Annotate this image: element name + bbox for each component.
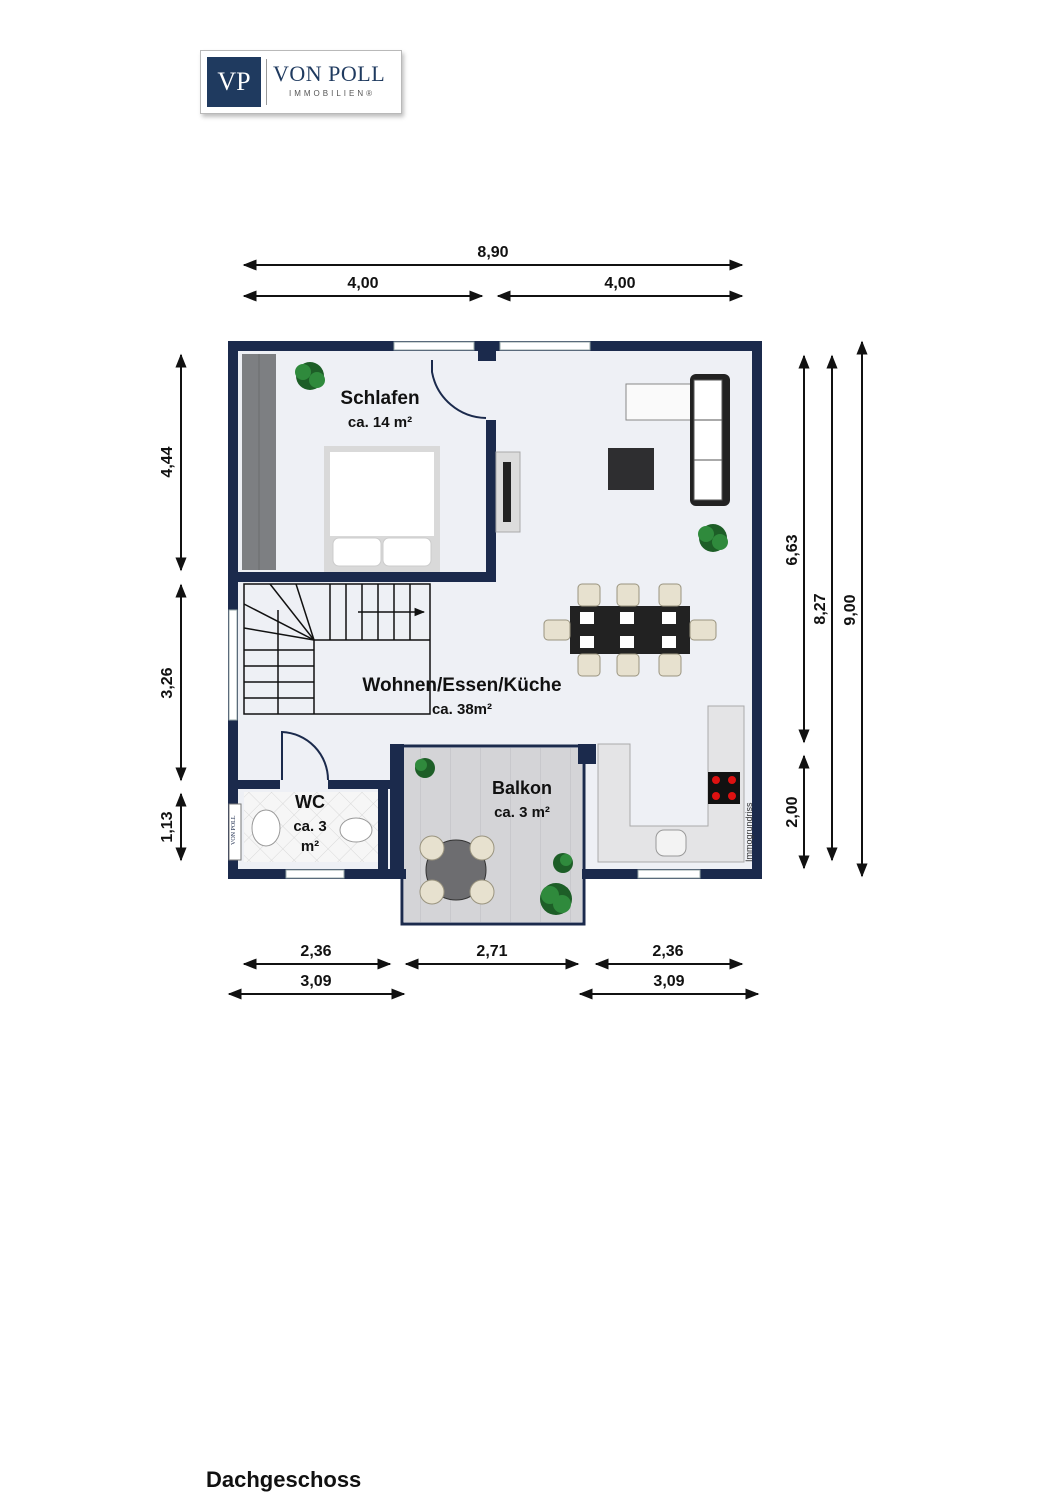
von-poll-logo: VP VON POLL IMMOBILIEN® — [200, 50, 402, 114]
logo-mark: VP — [207, 57, 261, 107]
dim-left-middle: 3,26 — [159, 667, 176, 698]
sofa — [625, 374, 730, 506]
dim-bottom-right-outer: 3,09 — [653, 973, 684, 990]
balcony-table-set — [419, 835, 495, 905]
plant-icon — [540, 883, 572, 915]
room-name-wohnen: Wohnen/Essen/Küche — [362, 675, 561, 696]
dim-left-lower: 1,13 — [159, 811, 176, 842]
dim-top-right: 4,00 — [604, 275, 635, 292]
staircase — [243, 583, 431, 715]
dim-left-upper: 4,44 — [159, 446, 176, 477]
room-area-wc-1: ca. 3 — [293, 818, 326, 835]
mini-logo: VON POLL — [228, 803, 242, 861]
dimension-lines — [175, 259, 868, 1000]
dim-top-total: 8,90 — [477, 244, 508, 261]
room-area-wc-2: m² — [301, 838, 319, 855]
kitchen-counter — [597, 705, 745, 863]
doors — [281, 360, 487, 781]
logo-name: VON POLL — [273, 61, 386, 86]
dim-right-mid-total: 8,27 — [812, 593, 829, 624]
dim-bottom-left-inner: 2,36 — [300, 943, 331, 960]
watermark: Immogrundriss — [744, 802, 754, 862]
room-area-schlafen: ca. 14 m² — [348, 414, 412, 431]
plant-icon — [698, 524, 728, 552]
plant-icon — [295, 362, 325, 390]
room-name-schlafen: Schlafen — [340, 388, 419, 409]
room-area-balkon: ca. 3 m² — [494, 804, 550, 821]
dim-right-lower: 2,00 — [784, 796, 801, 827]
plants — [295, 362, 728, 915]
logo-divider — [266, 59, 267, 105]
bed — [324, 446, 440, 572]
plant-icon — [415, 758, 435, 778]
coffee-table — [608, 448, 654, 490]
room-name-balkon: Balkon — [492, 778, 552, 798]
dim-bottom-middle: 2,71 — [476, 943, 507, 960]
room-name-wc: WC — [295, 792, 325, 812]
logo-subtitle: IMMOBILIEN® — [289, 89, 376, 98]
tv-unit — [495, 451, 521, 533]
dim-bottom-left-outer: 3,09 — [300, 973, 331, 990]
dim-bottom-right-inner: 2,36 — [652, 943, 683, 960]
room-area-wohnen: ca. 38m² — [432, 701, 492, 718]
floor-caption: Dachgeschoss — [206, 1467, 362, 1492]
dim-top-left: 4,00 — [347, 275, 378, 292]
mini-logo-text: VON POLL — [231, 815, 237, 845]
dining-set — [543, 583, 717, 677]
windows — [228, 341, 701, 879]
dim-right-upper: 6,63 — [784, 534, 801, 565]
plant-icon — [553, 853, 573, 873]
dim-right-total: 9,00 — [842, 594, 859, 625]
wc-fixtures — [251, 809, 373, 847]
